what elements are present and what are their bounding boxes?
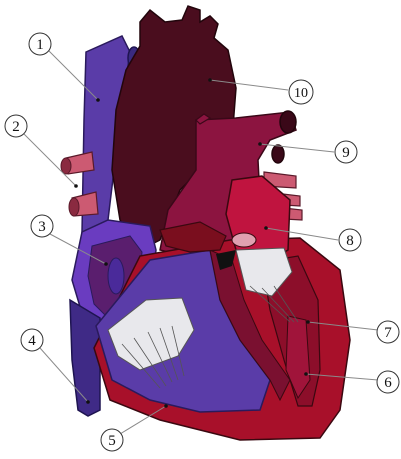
label-8-text: 8	[346, 233, 354, 249]
label-6-text: 6	[384, 375, 392, 391]
label-5: 5	[101, 429, 123, 451]
label-6: 6	[377, 371, 399, 393]
mitral-opening	[232, 233, 256, 247]
label-7-text: 7	[384, 325, 392, 341]
label-10-text: 10	[294, 86, 308, 101]
label-10: 10	[289, 80, 313, 104]
label-2: 2	[5, 115, 27, 137]
label-8: 8	[339, 229, 361, 251]
label-1-text: 1	[36, 37, 44, 53]
label-3-text: 3	[38, 219, 46, 235]
label-9-text: 9	[342, 145, 350, 161]
coronary-sinus	[108, 258, 124, 294]
label-2-text: 2	[12, 119, 20, 135]
label-1: 1	[29, 33, 51, 55]
label-7: 7	[377, 321, 399, 343]
label-4: 4	[21, 329, 43, 351]
label-9: 9	[335, 141, 357, 163]
pulmonary-artery-opening	[280, 111, 296, 133]
label-5-text: 5	[108, 433, 116, 449]
pulmonary-artery-branch	[272, 145, 284, 163]
label-4-text: 4	[28, 333, 36, 349]
label-3: 3	[31, 215, 53, 237]
